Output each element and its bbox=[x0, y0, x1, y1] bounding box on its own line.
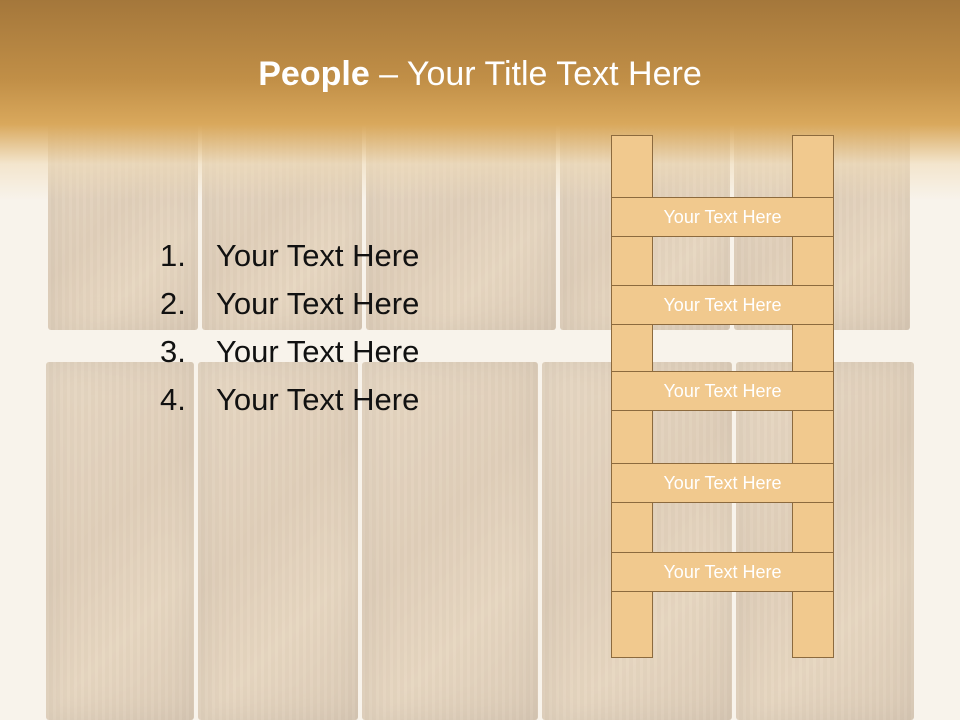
ladder-rung-4[interactable]: Your Text Here bbox=[611, 463, 834, 503]
ladder-rung-5[interactable]: Your Text Here bbox=[611, 552, 834, 592]
list-number: 4. bbox=[160, 382, 186, 417]
list-item: 2. Your Text Here bbox=[160, 280, 419, 328]
wood-block bbox=[362, 362, 538, 720]
title-bold-part: People bbox=[258, 55, 370, 93]
list-item: 1. Your Text Here bbox=[160, 232, 419, 280]
ladder-diagram: Your Text Here Your Text Here Your Text … bbox=[611, 135, 834, 658]
list-number: 3. bbox=[160, 334, 186, 369]
list-item: 3. Your Text Here bbox=[160, 328, 419, 376]
wood-block bbox=[46, 362, 194, 720]
numbered-list[interactable]: 1. Your Text Here 2. Your Text Here 3. Your… bbox=[160, 232, 419, 424]
wood-block bbox=[198, 362, 358, 720]
list-number: 1. bbox=[160, 238, 186, 273]
list-item-text: Your Text Here bbox=[216, 238, 420, 273]
list-item-text: Your Text Here bbox=[216, 334, 420, 369]
list-item-text: Your Text Here bbox=[216, 382, 420, 417]
list-number: 2. bbox=[160, 286, 186, 321]
list-item: 4. Your Text Here bbox=[160, 376, 419, 424]
ladder-rung-3[interactable]: Your Text Here bbox=[611, 371, 834, 411]
slide-title[interactable]: People – Your Title Text Here bbox=[0, 52, 960, 96]
ladder-rung-2[interactable]: Your Text Here bbox=[611, 285, 834, 325]
title-rest-part: – Your Title Text Here bbox=[369, 55, 702, 93]
list-item-text: Your Text Here bbox=[216, 286, 420, 321]
ladder-rung-1[interactable]: Your Text Here bbox=[611, 197, 834, 237]
